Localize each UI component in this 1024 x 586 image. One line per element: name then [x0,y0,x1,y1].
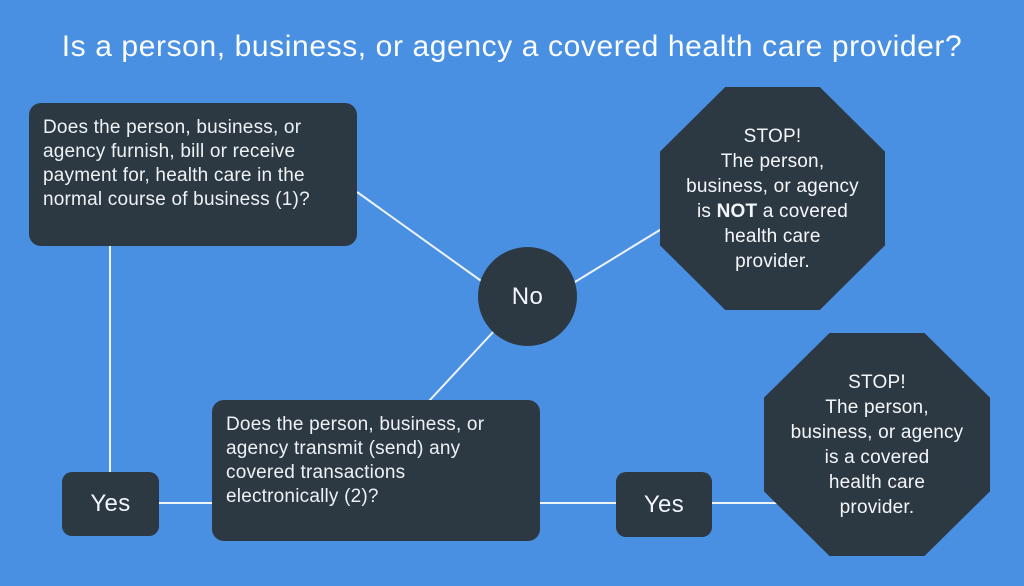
question-1-line: normal course of business (1)? [43,189,310,210]
question-1-box: Does the person, business, or agency fur… [29,103,357,246]
stop-not-line: STOP! [743,125,802,147]
stop-not-line: business, or agency [686,175,859,197]
yes-right-label: Yes [643,490,685,518]
stop-covered-octagon: STOP! The person, business, or agency is… [764,333,990,556]
question-2-box: Does the person, business, or agency tra… [212,400,540,541]
question-1-line: payment for, health care in the [43,165,305,186]
question-2-line: agency transmit (send) any [226,438,461,459]
no-circle: No [478,247,577,346]
question-1-line: agency furnish, bill or receive [43,141,296,162]
question-2-line: covered transactions [226,462,406,483]
no-label: No [511,282,544,310]
yes-right-box: Yes [616,472,712,537]
stop-covered-line: The person, [825,396,929,418]
question-2-line: electronically (2)? [226,486,379,507]
connector-no-to-stop-not [569,224,669,286]
connector-no-to-q2 [428,329,496,402]
yes-left-box: Yes [62,472,159,536]
page-title: Is a person, business, or agency a cover… [61,30,963,63]
stop-not-line-pre: is [696,200,717,222]
stop-not-covered-octagon: STOP! The person, business, or agency is… [660,87,885,310]
stop-covered-line: health care [828,471,926,493]
stop-not-line-bold: NOT [716,200,758,222]
stop-covered-line: business, or agency [790,421,964,443]
stop-not-line: provider. [735,250,810,272]
stop-covered-line: is a covered [824,446,930,468]
stop-covered-line: STOP! [848,371,906,393]
stop-not-line: health care [724,225,821,247]
question-2-line: Does the person, business, or [226,414,485,435]
stop-covered-line: provider. [839,496,915,518]
stop-not-line: is NOT a covered [697,199,848,224]
stop-not-line-post: a covered [757,200,849,222]
yes-left-label: Yes [90,490,131,517]
stop-not-line: The person, [720,150,825,172]
question-1-line: Does the person, business, or [43,117,302,138]
